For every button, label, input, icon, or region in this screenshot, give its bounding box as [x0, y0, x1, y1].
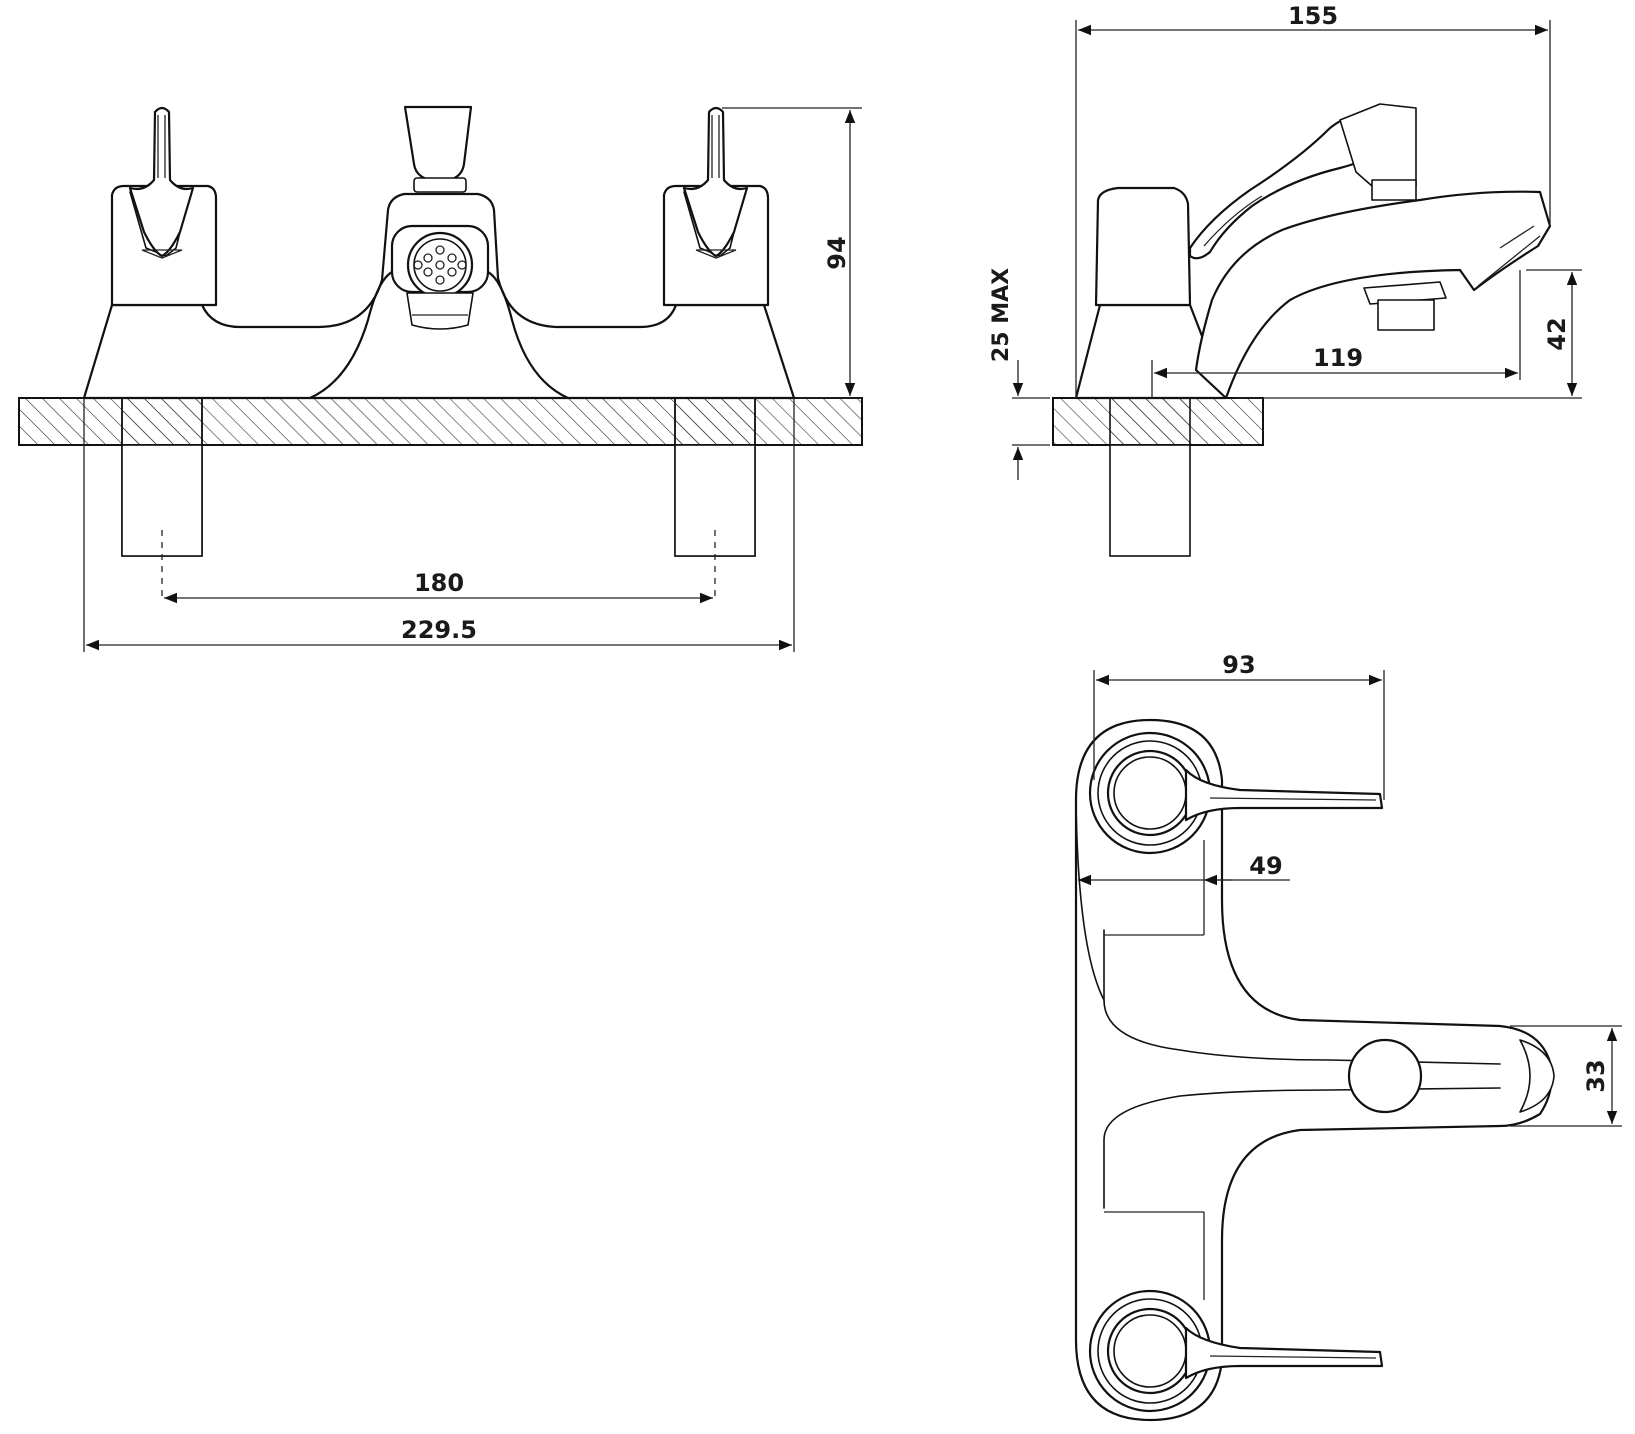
dim-front-centres: 180 [414, 569, 464, 597]
front-aerator [406, 231, 474, 299]
front-handle-left [110, 106, 218, 307]
front-handle-right [662, 106, 770, 307]
dim-side-spout-height: 42 [1543, 317, 1571, 350]
side-view: 155 25 MAX 119 42 [989, 2, 1582, 557]
dim-plan-depth: 93 [1222, 651, 1255, 679]
dim-side-spout-projection: 119 [1313, 344, 1363, 372]
dim-front-height: 94 [823, 236, 851, 269]
dim-plan-spout-width: 33 [1582, 1059, 1610, 1092]
dim-side-depth: 155 [1288, 2, 1338, 30]
front-diverter-knob [403, 105, 473, 184]
dim-side-deck-thickness: 25 MAX [989, 268, 1014, 362]
side-tail [1109, 444, 1191, 557]
dim-front-width: 229.5 [401, 616, 477, 644]
plan-diverter [1347, 1038, 1423, 1114]
plan-view: 93 49 33 [1074, 651, 1622, 1422]
dim-plan-offset: 49 [1249, 852, 1282, 880]
side-spout [1194, 190, 1552, 400]
plan-handle-top [1088, 731, 1384, 855]
front-view: 94 180 229.5 [18, 105, 863, 652]
plan-handle-bottom [1088, 1289, 1384, 1413]
